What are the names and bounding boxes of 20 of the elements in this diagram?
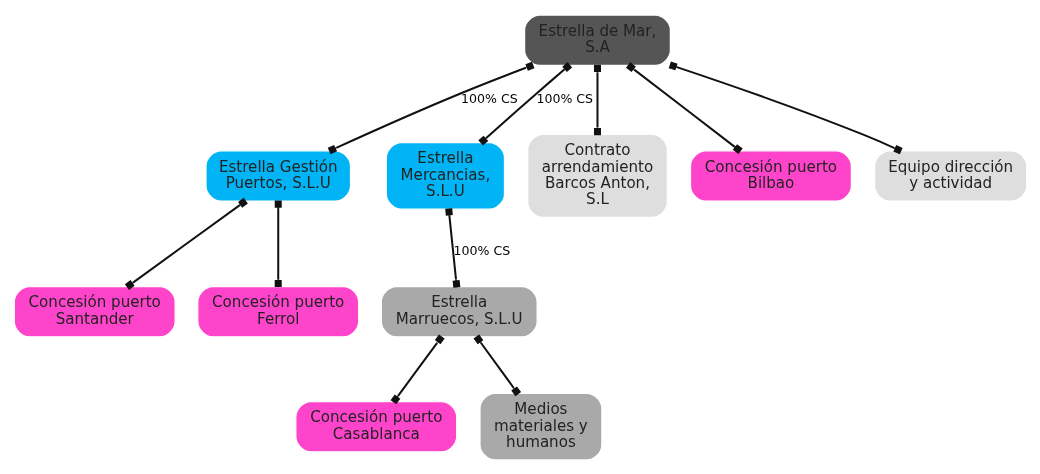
connector bbox=[124, 197, 248, 290]
connector bbox=[477, 61, 572, 146]
node-box: Estrella Gestión Puertos, S.L.U bbox=[204, 149, 351, 202]
node-box: Medios materiales y humanos bbox=[478, 392, 602, 461]
node-box: Concesión puerto Casablanca bbox=[294, 400, 457, 452]
node-box: Concesión puerto Bilbao bbox=[689, 149, 852, 202]
connector bbox=[473, 333, 521, 396]
edge-label: 100% CS bbox=[453, 242, 510, 258]
node-box: Concesión puerto Santander bbox=[13, 285, 176, 337]
edge-label: 100% CS bbox=[536, 90, 593, 106]
connector bbox=[668, 60, 903, 154]
connector bbox=[327, 61, 534, 154]
node-box: Equipo dirección y actividad bbox=[873, 149, 1027, 202]
node-box: Contrato arrendamiento Barcos Anton, S.L bbox=[526, 133, 668, 218]
connector bbox=[390, 333, 445, 404]
edge-label: 100% CS bbox=[460, 90, 518, 106]
node-box: Estrella Marruecos, S.L.U bbox=[380, 285, 538, 337]
connector bbox=[625, 61, 743, 154]
node-box: Concesión puerto Ferrol bbox=[196, 285, 359, 337]
node-box: Estrella Mercancias, S.L.U bbox=[385, 141, 505, 210]
